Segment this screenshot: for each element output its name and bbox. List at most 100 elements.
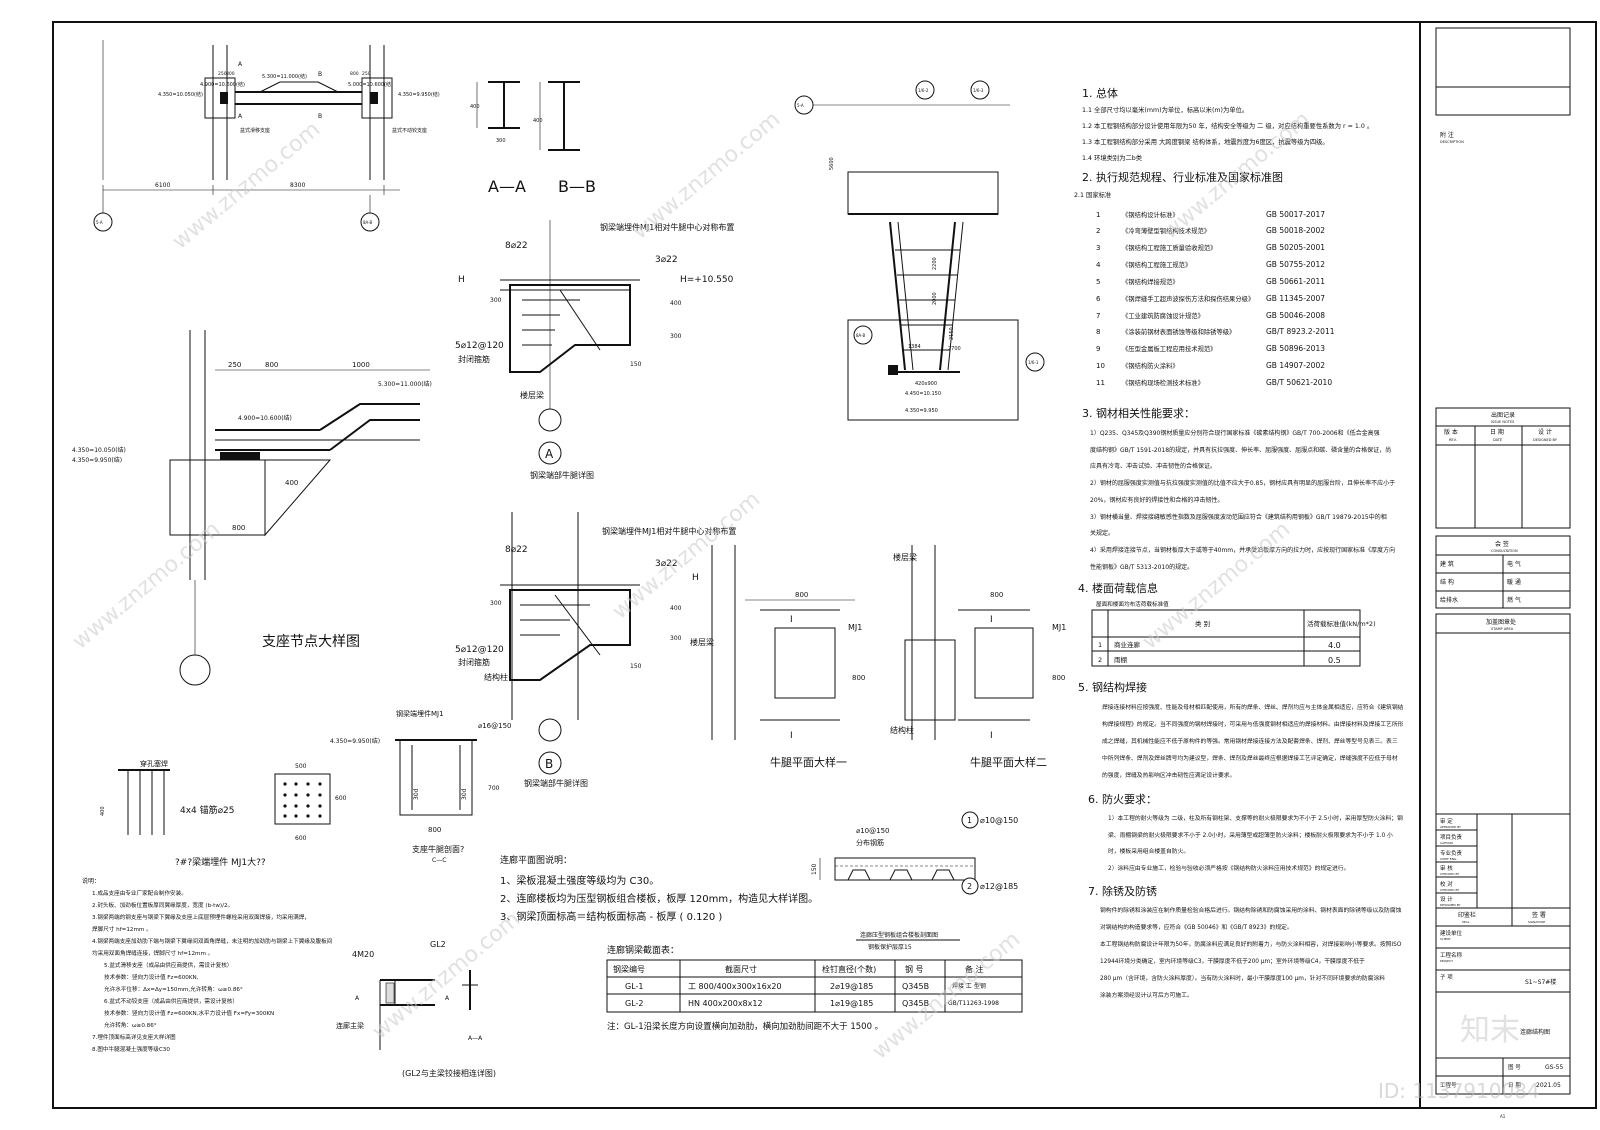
watermark-site: www.znzmo.com [368,907,525,1045]
corbel-note: 钢梁端埋件MJ1相对牛腿中心对称布置 [600,222,734,232]
axis-bubble [179,654,211,686]
spec-line: 12944环境分类确定，室内环境等级C3，干膜厚度不低于200 μm；室外环境等… [1100,957,1365,965]
tb-seal: 印鉴栏 [1458,911,1476,919]
tb-role-en: CAPTAIN [1440,841,1453,845]
spec-s6-title: 6. 防火要求： [1088,792,1157,806]
left-notes: 说明： 1.成品支座由专业厂家配合制作安装。 2.封头板、加劲板位置板厚同翼缘厚… [82,877,333,1053]
rebar-label: 8⌀22 [505,241,528,251]
section-mark: A [238,113,243,120]
td: 1⌀19@185 [830,999,873,1008]
left-note: 1.成品支座由专业厂家配合制作安装。 [92,889,187,897]
tb-date: 2021.05 [1536,1082,1561,1089]
spec-s4-title: 4. 楼面荷载信息 [1078,581,1158,595]
rebar-label: 3⌀22 [655,559,678,569]
tb-role: 审 核 [1440,864,1453,872]
beam-table-title: 连廊钢梁截面表： [607,944,679,956]
bearing-label: 盆式不动铰支座 [392,127,427,134]
std-n: 7 [1096,312,1100,320]
level-label: 5.000=10.600(结) [348,81,393,88]
bd-dim: 800 [265,361,278,369]
stair-dim: 2000 [932,292,938,305]
tb-role-en: DESIGNED BY [1440,903,1461,907]
spec-s7-title: 7. 除锈及防锈 [1088,884,1157,898]
cp-dim: 800 [795,591,808,599]
spec-line: 应具有冷弯、冲击试验、冲击韧性的合格保证。 [1090,462,1216,470]
load-td: 0.5 [1328,656,1341,665]
std-name: 《工业建筑防腐蚀设计规范》 [1122,311,1204,320]
level-label: 4.350=9.950(结) [398,91,440,98]
tb-job-no-label: 工程号 [1440,1081,1457,1089]
std-n: 8 [1096,328,1100,336]
stair-level: 4.350=9.950 [905,408,938,414]
spec-s2-sub: 2.1 国家标准 [1074,190,1111,199]
load-th: 类 别 [1195,619,1210,628]
std-n: 3 [1096,244,1100,252]
spec-line: 钢构件的除锈和涂装应在制作质量检验合格后进行。钢结构除锈和防腐蚀采用的涂料、钢材… [1100,906,1402,914]
bd-dim: 250 [228,361,241,369]
embed-dim: 600 [335,795,347,802]
spec-line: 20%，钢材应有良好的焊接性和合格的冲击韧性。 [1090,496,1223,504]
title-block: 附 注 DESCRIPTION 出图记录 ISSUE NOTES 版 本 日 期… [1419,22,1571,1119]
level-label: 5.300=11.000(结) [262,73,307,80]
tb-stamp: 加盖图章处 [1486,618,1516,626]
std-name: 《钢焊缝手工超声波探伤方法和探伤结果分级》 [1122,294,1254,303]
tb-revision-title: 出图记录 [1491,411,1515,419]
deck-callout: ⌀10@150 [980,816,1018,825]
tb-client: 建设单位 [1440,929,1463,937]
td: 工 800/400x300x16x20 [688,982,782,991]
left-note: 允许水平位移：Δx=Δy=150mm,允许转角：ω≥0.86° [104,985,243,993]
tb-rev-h-en: DATE [1493,438,1502,442]
spec-line: 度结构钢》GB/T 1591-2018的规定，并具有抗拉强度、伸长率、屈服强度、… [1090,446,1391,454]
left-note: 允许转角：ω≥0.86° [104,1021,157,1029]
left-note: 3.钢梁两端的钢支座与钢梁下翼缘及支座上底层预埋件螺栓采用双面焊接，均采用满焊， [92,913,310,921]
embed-dim: 500 [295,763,307,770]
tb-rev-h: 版 本 [1444,428,1458,436]
corbel-label: 结构柱 [484,672,508,682]
tb-sign-en: SIGNATURE [1528,920,1545,924]
spec-line: 时，楼板采用组合楼盖自防火。 [1108,847,1189,855]
td: Q345B [902,999,929,1008]
small-dim: 800 [350,71,359,77]
tb-drawing-no: GS-55 [1545,1064,1563,1071]
spec-line: 性能钢板》GB/T 5313-2010的规定。 [1090,563,1193,571]
embed-label: 4x4 锚筋⌀25 [180,804,235,816]
corbel-dim: 300 [490,600,502,607]
tb-rev-h-en: REV. [1449,438,1457,442]
cc-level: 4.350=9.950(结) [330,737,380,745]
cc-dim: 30d [461,788,468,800]
cp-label: MJ1 [848,623,862,632]
tb-subitem-val: S1~S7#楼 [1525,978,1556,986]
std-n: 9 [1096,345,1100,353]
cc-dim: 30d [413,788,420,800]
gl2-label: A [445,995,450,1002]
td: 2⌀19@185 [830,982,873,991]
spec-line: 梁、雨棚钢梁的耐火极限要求不小于 2.0小时，采用薄型或超薄型防火涂料；楼板耐火… [1108,831,1393,839]
plan-note-line: 1、梁板混凝土强度等级均为 C30。 [500,874,659,887]
plan-top-view: 6100 8300 5-A 8A-B 4.350=10.050(结) 4.900… [93,40,440,232]
embed-detail: 穿孔塞焊 400 4x4 锚筋⌀25 500 600 600 ?#?梁端埋件 M… [100,759,347,868]
spec-s1-title: 1. 总体 [1082,86,1118,100]
stair-dim: 2200 [932,257,938,270]
std-code: GB/T 8923.2-2011 [1266,327,1335,336]
left-note: 4.钢梁两端支座加劲肋下端与钢梁下翼缘间双面角焊缝，未注明的加劲肋与钢梁上下翼缘… [92,937,333,945]
tb-cs: 暖 通 [1507,578,1521,586]
std-name: 《钢结构设计标准》 [1122,210,1179,219]
std-code: GB 50046-2008 [1266,311,1325,320]
th: 截面尺寸 [725,964,757,974]
corbel-dim: 150 [630,663,642,670]
h-label: H [458,275,465,285]
spec-line: 构焊接规程》的规定。当不同强度的钢材焊接时，可采用与低强度钢材相适应的焊接材料。… [1102,720,1404,728]
tb-project: 工程名称 [1440,951,1463,959]
spec-line: 1.4 环境类别为二b类 [1082,153,1143,162]
left-note: 焊脚尺寸 hf=12mm 。 [92,925,152,933]
left-note: 5.盆式滑移支座（成品由供应商提供，需设计复核） [104,961,232,969]
bearing-label: 盆式滑移支座 [240,127,270,134]
tb-role-en: APPROVED BY [1440,825,1461,829]
tb-role: 校 对 [1440,880,1453,888]
td: 焊接 工 型钢 [952,982,986,990]
cc-label: ⌀16@150 [478,722,511,730]
left-note: 均采用双面角焊缝连接，焊脚尺寸 hf=12mm 。 [92,949,213,957]
axis-label: 5-A [96,220,103,225]
tb-cs: 建 筑 [1440,560,1454,568]
